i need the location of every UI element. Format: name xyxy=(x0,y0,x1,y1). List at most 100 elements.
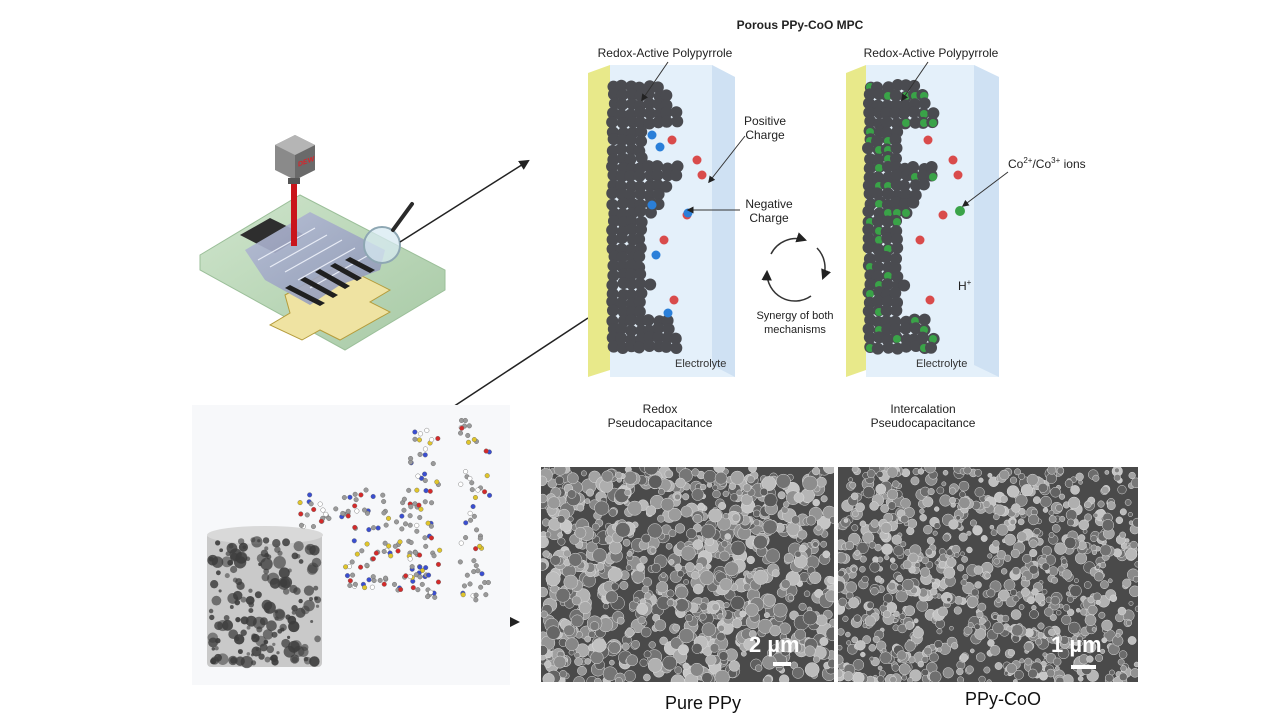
atom xyxy=(347,578,353,584)
particle xyxy=(1011,503,1021,513)
pore xyxy=(242,545,247,549)
pore xyxy=(310,619,314,623)
ppy-sphere xyxy=(606,187,619,200)
atom xyxy=(311,506,317,512)
particle xyxy=(869,561,881,573)
atom xyxy=(473,597,479,603)
pore xyxy=(251,646,262,657)
particle xyxy=(966,546,973,554)
atom xyxy=(352,524,358,530)
atom xyxy=(381,548,387,554)
atom xyxy=(298,511,304,517)
particle xyxy=(845,540,855,551)
ppy-sphere xyxy=(633,305,646,318)
particle xyxy=(675,598,689,613)
particle xyxy=(959,653,969,662)
positive-ion xyxy=(948,155,958,165)
atom xyxy=(345,513,351,519)
pore xyxy=(235,636,240,642)
pore xyxy=(214,646,219,651)
particle xyxy=(675,477,686,489)
particle xyxy=(1099,544,1112,557)
particle xyxy=(887,581,897,591)
ppy-sphere xyxy=(633,341,646,354)
particle xyxy=(1040,495,1052,508)
particle xyxy=(901,674,908,681)
pore xyxy=(303,585,315,596)
particle xyxy=(937,606,948,618)
particle xyxy=(1125,619,1132,626)
particle xyxy=(592,638,607,653)
pore xyxy=(211,595,222,606)
particle xyxy=(1001,614,1010,623)
particle xyxy=(584,658,592,665)
particle xyxy=(1078,480,1083,485)
pore xyxy=(282,538,290,547)
particle xyxy=(802,475,818,492)
particle xyxy=(843,518,849,523)
particle xyxy=(889,557,896,563)
particle xyxy=(869,501,879,511)
atom xyxy=(483,592,489,598)
particle xyxy=(859,555,867,563)
ppy-sphere xyxy=(607,259,620,272)
particle xyxy=(954,552,960,558)
particle xyxy=(1044,607,1054,617)
atom xyxy=(422,478,428,484)
ppy-sphere xyxy=(642,314,655,327)
atom xyxy=(457,559,463,565)
particle xyxy=(623,670,636,682)
atom xyxy=(308,501,314,507)
particle xyxy=(677,644,689,656)
atom xyxy=(463,520,469,526)
particle xyxy=(879,651,892,664)
particle xyxy=(1097,500,1105,508)
particle xyxy=(641,585,650,594)
particle xyxy=(1028,539,1038,549)
ppy-sphere xyxy=(882,341,895,354)
particle xyxy=(541,586,548,598)
particle xyxy=(870,519,880,528)
atom xyxy=(410,585,416,591)
particle xyxy=(776,473,791,489)
particle xyxy=(966,595,979,608)
pore xyxy=(260,557,273,571)
particle xyxy=(851,524,859,532)
particle xyxy=(649,547,657,554)
atom xyxy=(317,501,323,507)
ppy-sphere xyxy=(624,170,637,183)
particle xyxy=(763,612,770,619)
arrow-to-mechanism xyxy=(399,159,530,243)
particle xyxy=(802,610,818,626)
ppy-sphere xyxy=(635,125,648,138)
ppy-sphere xyxy=(644,206,657,219)
atom xyxy=(437,547,443,553)
ppy-sphere xyxy=(606,224,619,237)
particle xyxy=(571,595,582,606)
particle xyxy=(910,476,920,486)
ppy-sphere xyxy=(871,260,884,273)
particle xyxy=(1038,482,1048,493)
positive-ion xyxy=(697,170,707,180)
particle xyxy=(970,588,979,597)
atom xyxy=(394,519,400,525)
particle xyxy=(987,639,995,647)
particle xyxy=(1075,472,1084,481)
particle xyxy=(1022,553,1032,564)
particle xyxy=(748,467,757,473)
particle xyxy=(780,579,791,589)
particle xyxy=(584,498,591,504)
pore xyxy=(308,597,314,602)
pore xyxy=(214,621,223,631)
co-ion xyxy=(884,245,892,253)
particle xyxy=(1068,621,1081,635)
ppy-sphere xyxy=(634,268,647,281)
particle xyxy=(769,625,781,637)
atom xyxy=(473,592,479,598)
particle xyxy=(1038,671,1048,681)
atom xyxy=(388,553,394,559)
particle xyxy=(594,677,602,682)
atom xyxy=(359,548,365,554)
ppy-sphere xyxy=(660,89,673,102)
pore xyxy=(211,647,216,651)
